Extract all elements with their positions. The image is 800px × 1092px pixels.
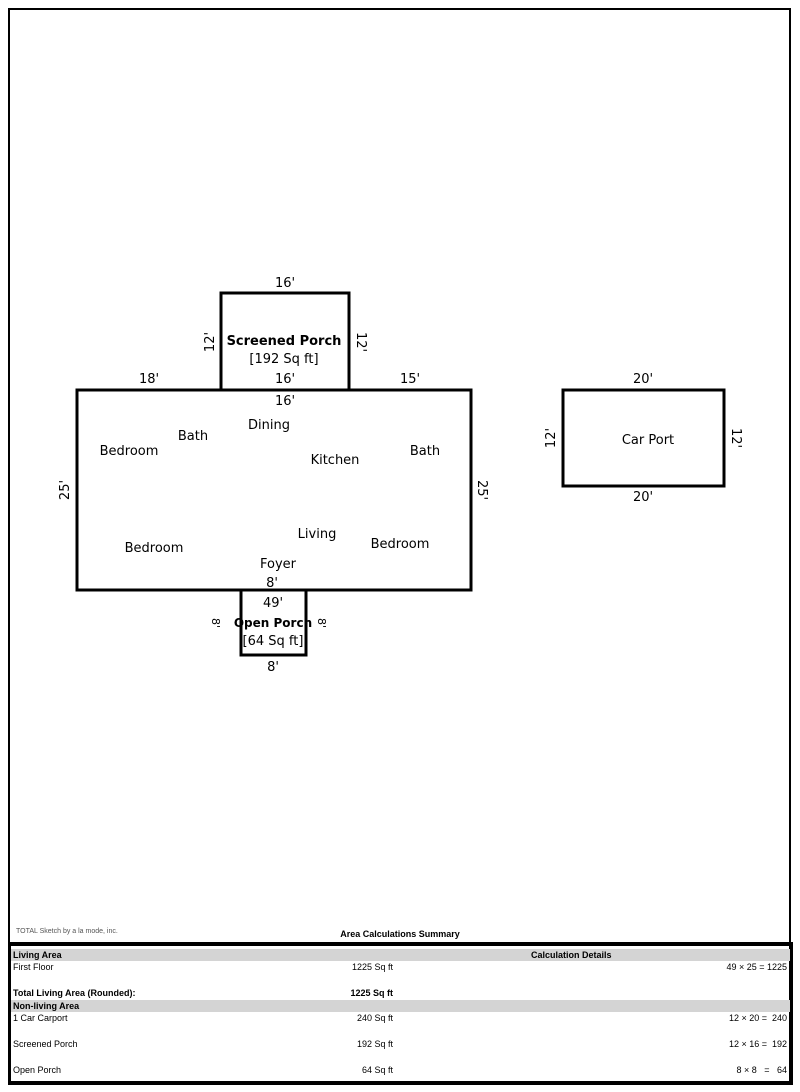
car-port-bottom-dim: 20' xyxy=(633,490,653,505)
area-summary-table: Living Area Calculation Details First Fl… xyxy=(8,942,793,1085)
screened-porch-top-dim: 16' xyxy=(275,276,295,291)
summary-title: Area Calculations Summary xyxy=(340,929,460,939)
row-calc: 12 × 16 = 192 xyxy=(728,1039,787,1049)
open-porch-right-dim: 8' xyxy=(315,618,328,628)
row-calc: 12 × 20 = 240 xyxy=(728,1013,787,1023)
house-left-dim: 25' xyxy=(58,480,73,500)
row-label: Open Porch xyxy=(13,1065,62,1075)
room-label: Kitchen xyxy=(311,453,360,468)
room-label: Dining xyxy=(248,418,290,433)
software-credit: TOTAL Sketch by a la mode, inc. xyxy=(16,928,118,935)
car-port-name: Car Port xyxy=(622,433,674,448)
table-row: First Floor 1225 Sq ft 49 × 25 = 1225 xyxy=(11,961,790,973)
car-port-top-dim: 20' xyxy=(633,372,653,387)
row-calc: 49 × 25 = 1225 xyxy=(726,962,787,972)
house-bottom-dim: 8' xyxy=(266,576,278,591)
house-top-right-dim: 15' xyxy=(400,372,420,387)
room-label: Foyer xyxy=(260,557,297,572)
row-label: 1 Car Carport xyxy=(13,1013,68,1023)
room-label: Living xyxy=(298,527,337,542)
table-row: Open Porch 64 Sq ft 8 × 8 = 64 xyxy=(11,1064,790,1076)
total-area: 1225 Sq ft xyxy=(350,988,393,998)
car-port-right-dim: 12' xyxy=(728,428,743,448)
screened-porch-area: [192 Sq ft] xyxy=(249,352,318,367)
screened-porch-right-dim: 12' xyxy=(353,332,368,352)
house-right-dim: 25' xyxy=(474,480,489,500)
row-calc: 8 × 8 = 64 xyxy=(736,1065,787,1075)
room-label: Bedroom xyxy=(100,444,159,459)
house-top-left-dim: 18' xyxy=(139,372,159,387)
open-porch-name: Open Porch xyxy=(234,616,312,630)
room-label: Bath xyxy=(178,429,208,444)
screened-porch-left-dim: 12' xyxy=(203,332,218,352)
car-port-outline xyxy=(561,388,726,488)
total-label: Total Living Area (Rounded): xyxy=(13,988,136,998)
living-area-header-row: Living Area Calculation Details xyxy=(11,949,790,961)
row-area: 240 Sq ft xyxy=(356,1013,393,1023)
open-porch-left-dim: 8' xyxy=(209,618,222,628)
open-porch-top-dim: 49' xyxy=(263,596,283,611)
row-label: First Floor xyxy=(13,962,54,972)
room-label: Bedroom xyxy=(125,541,184,556)
open-porch-bottom-dim: 8' xyxy=(267,660,279,675)
table-row: Screened Porch 192 Sq ft 12 × 16 = 192 xyxy=(11,1038,790,1050)
row-area: 192 Sq ft xyxy=(356,1039,393,1049)
row-area: 64 Sq ft xyxy=(361,1065,393,1075)
table-row: 1 Car Carport 240 Sq ft 12 × 20 = 240 xyxy=(11,1012,790,1024)
car-port-left-dim: 12' xyxy=(544,428,559,448)
room-label: Bedroom xyxy=(371,537,430,552)
nonliving-header-row: Non-living Area xyxy=(11,1000,790,1012)
row-area: 1225 Sq ft xyxy=(351,962,393,972)
screened-porch-bottom-dim: 16' xyxy=(275,372,295,387)
calc-details-header: Calculation Details xyxy=(531,950,612,960)
house-top-mid-dim: 16' xyxy=(275,394,295,409)
row-label: Screened Porch xyxy=(13,1039,78,1049)
room-label: Bath xyxy=(410,444,440,459)
screened-porch-name: Screened Porch xyxy=(227,334,342,349)
open-porch-outline xyxy=(239,588,308,657)
total-row: Total Living Area (Rounded): 1225 Sq ft xyxy=(11,987,790,999)
nonliving-header: Non-living Area xyxy=(13,1001,80,1011)
living-area-header: Living Area xyxy=(13,950,62,960)
open-porch-area: [64 Sq ft] xyxy=(243,634,304,649)
